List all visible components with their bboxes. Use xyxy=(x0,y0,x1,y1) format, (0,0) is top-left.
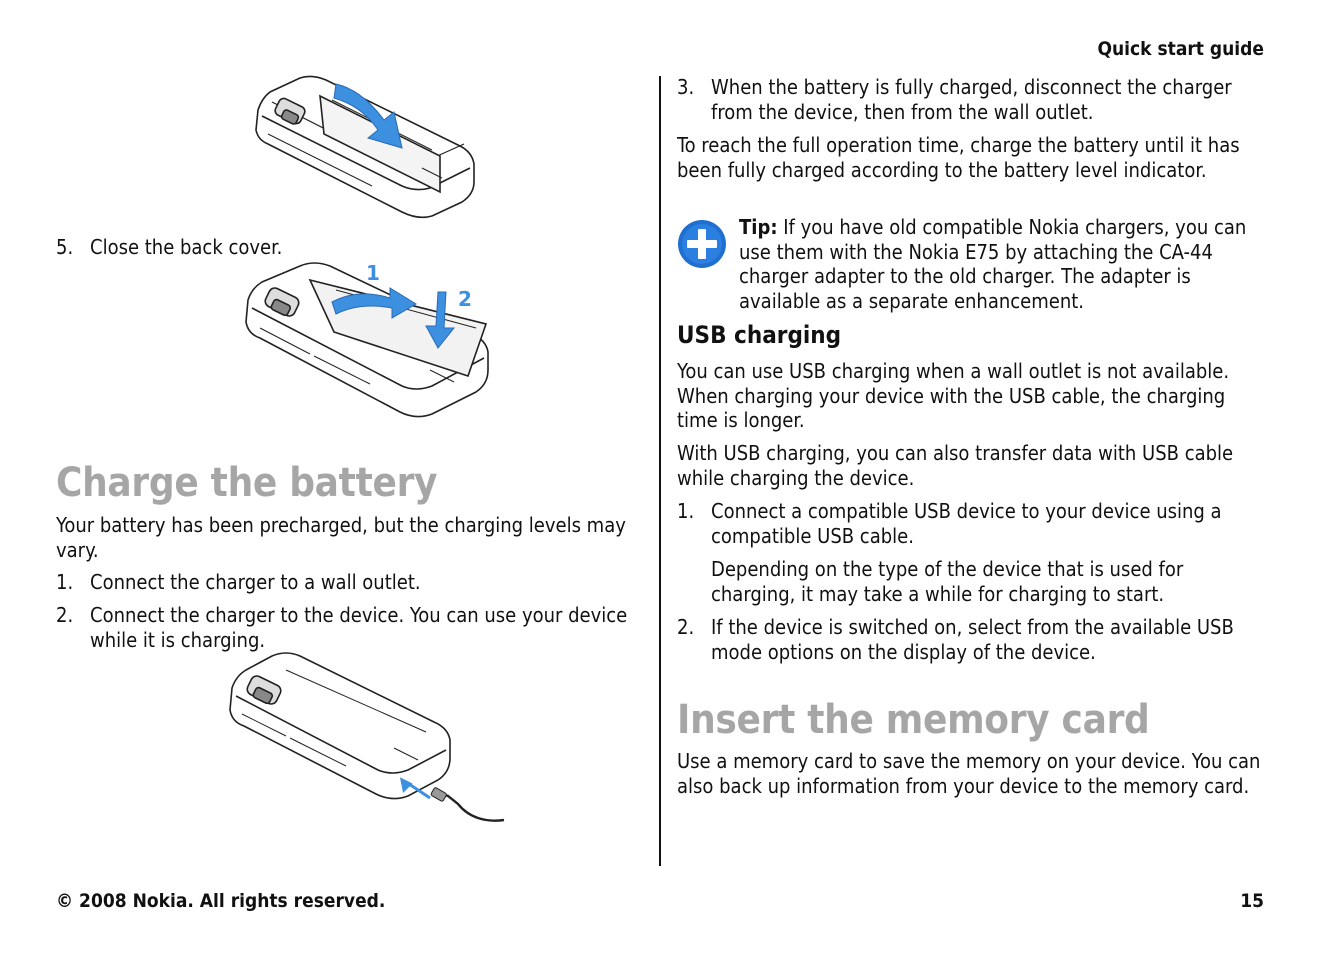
page-header-title: Quick start guide xyxy=(1097,38,1264,60)
step-close-back-cover: 5. Close the back cover. xyxy=(56,235,648,261)
step-note: Depending on the type of the device that… xyxy=(711,557,1184,606)
step-number: 1. xyxy=(677,499,695,523)
section-title-charge-battery: Charge the battery xyxy=(56,460,438,506)
column-divider xyxy=(659,76,661,866)
charge-step-3: 3. When the battery is fully charged, di… xyxy=(677,75,1267,127)
figure-close-back-cover: 1 2 xyxy=(240,258,496,428)
step-number: 2. xyxy=(56,603,74,627)
usb-paragraph-1: You can use USB charging when a wall out… xyxy=(677,359,1230,432)
charge-intro-paragraph: Your battery has been precharged, but th… xyxy=(56,513,626,562)
tip-plus-icon xyxy=(677,216,729,270)
step-number: 1. xyxy=(56,570,74,594)
step-text: Connect a compatible USB device to your … xyxy=(711,499,1222,548)
tip-text: If you have old compatible Nokia charger… xyxy=(739,215,1247,313)
step-text: Connect the charger to a wall outlet. xyxy=(90,570,421,594)
figure-insert-battery xyxy=(252,72,480,224)
step-text: Close the back cover. xyxy=(90,235,283,259)
step-text: When the battery is fully charged, disco… xyxy=(711,75,1232,124)
section-title-memory-card: Insert the memory card xyxy=(677,697,1150,743)
figure-charger-connected xyxy=(226,652,506,828)
usb-paragraph-2: With USB charging, you can also transfer… xyxy=(677,441,1234,490)
footer-page-number: 15 xyxy=(1240,890,1264,912)
step-text: If the device is switched on, select fro… xyxy=(711,615,1234,664)
usb-step-2: 2. If the device is switched on, select … xyxy=(677,615,1267,667)
usb-step-1: 1. Connect a compatible USB device to yo… xyxy=(677,499,1267,619)
step-text: Connect the charger to the device. You c… xyxy=(90,603,628,652)
usb-charging-title: USB charging xyxy=(677,321,842,349)
charge-step-1: 1. Connect the charger to a wall outlet. xyxy=(56,570,648,596)
full-charge-paragraph: To reach the full operation time, charge… xyxy=(677,133,1240,182)
figure-label-2: 2 xyxy=(458,287,472,311)
footer-copyright: © 2008 Nokia. All rights reserved. xyxy=(56,890,386,912)
figure-label-1: 1 xyxy=(366,261,380,285)
step-number: 5. xyxy=(56,235,74,259)
tip-label: Tip: xyxy=(739,215,778,239)
charge-step-2: 2. Connect the charger to the device. Yo… xyxy=(56,603,648,655)
memory-card-paragraph: Use a memory card to save the memory on … xyxy=(677,749,1261,798)
step-number: 2. xyxy=(677,615,695,639)
tip-paragraph: Tip: If you have old compatible Nokia ch… xyxy=(739,215,1267,313)
step-number: 3. xyxy=(677,75,695,99)
